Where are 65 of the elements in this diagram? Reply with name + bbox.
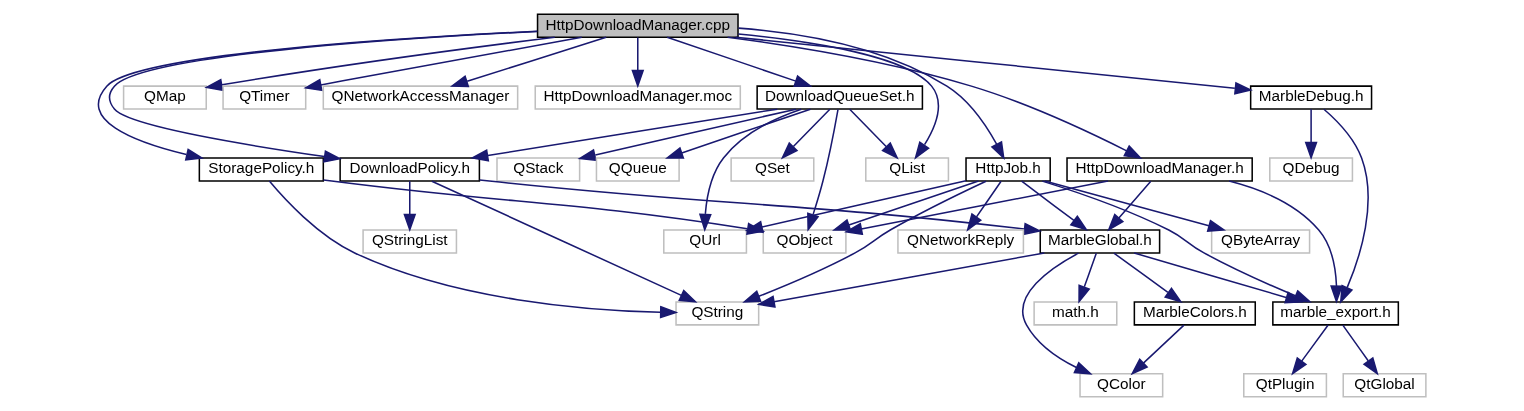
node-box: MarbleColors.h xyxy=(1133,301,1256,326)
node-box: QObject xyxy=(762,229,847,254)
arrow xyxy=(577,108,797,162)
arrow xyxy=(1020,180,1089,232)
node-box: MarbleDebug.h xyxy=(1249,85,1373,110)
arrow xyxy=(737,27,1005,161)
arrow xyxy=(1291,324,1329,376)
arrow xyxy=(756,252,1046,308)
arrow xyxy=(734,36,1253,95)
arrow xyxy=(1107,180,1152,232)
arrow xyxy=(726,36,1143,159)
arrow xyxy=(1078,252,1098,304)
node-box: QUrl xyxy=(663,229,748,254)
node-box: MarbleGlobal.h xyxy=(1039,229,1161,254)
node-box: HttpDownloadManager.cpp xyxy=(536,13,739,38)
arrow xyxy=(666,36,813,87)
node-box: QColor xyxy=(1079,373,1164,398)
node-box: QSet xyxy=(730,157,815,182)
node-box: math.h xyxy=(1033,301,1118,326)
arrow xyxy=(431,180,698,303)
arrow xyxy=(1304,108,1318,161)
arrow xyxy=(449,36,607,88)
node-box: QStack xyxy=(496,157,581,182)
arrow xyxy=(848,108,899,160)
node-box: QtGlobal xyxy=(1342,373,1427,398)
arrow xyxy=(470,108,778,162)
arrow xyxy=(1133,252,1304,304)
node-box: QNetworkReply xyxy=(897,229,1025,254)
node-box: QStringList xyxy=(362,229,458,254)
node-box: HttpJob.h xyxy=(965,157,1051,182)
node-box: QTimer xyxy=(222,85,307,110)
node-box: QMap xyxy=(122,85,207,110)
node-box: DownloadPolicy.h xyxy=(339,157,481,182)
arrow xyxy=(204,36,556,92)
arrow xyxy=(844,180,1109,236)
arrow xyxy=(403,180,417,233)
node-box: QtPlugin xyxy=(1243,373,1328,398)
arrow xyxy=(737,33,940,160)
node-box: QList xyxy=(865,157,950,182)
arrow xyxy=(807,108,839,232)
arrow xyxy=(1342,324,1379,376)
node-box: HttpDownloadManager.h xyxy=(1066,157,1253,182)
arrow xyxy=(631,36,645,89)
arrow xyxy=(1113,252,1183,303)
arrow xyxy=(665,108,812,159)
node-box: DownloadQueueSet.h xyxy=(756,85,924,110)
arrow xyxy=(1130,324,1185,376)
arrow xyxy=(780,108,831,160)
arrow xyxy=(1323,108,1369,304)
node-box: QQueue xyxy=(595,157,680,182)
node-box: QNetworkAccessManager xyxy=(322,85,519,110)
node-box: marble_export.h xyxy=(1272,301,1400,326)
node-box: QByteArray xyxy=(1210,229,1311,254)
node-box: QDebug xyxy=(1269,157,1354,182)
arrow xyxy=(698,108,802,233)
arrow xyxy=(303,36,583,92)
arrow xyxy=(832,180,980,231)
node-box: StoragePolicy.h xyxy=(198,157,325,182)
arrow xyxy=(742,180,987,303)
arrow xyxy=(966,180,1002,232)
node-box: QString xyxy=(675,301,760,326)
arrow xyxy=(1021,252,1093,375)
arrow xyxy=(268,180,679,319)
arrow xyxy=(1044,180,1227,232)
node-box: HttpDownloadManager.moc xyxy=(534,85,742,110)
